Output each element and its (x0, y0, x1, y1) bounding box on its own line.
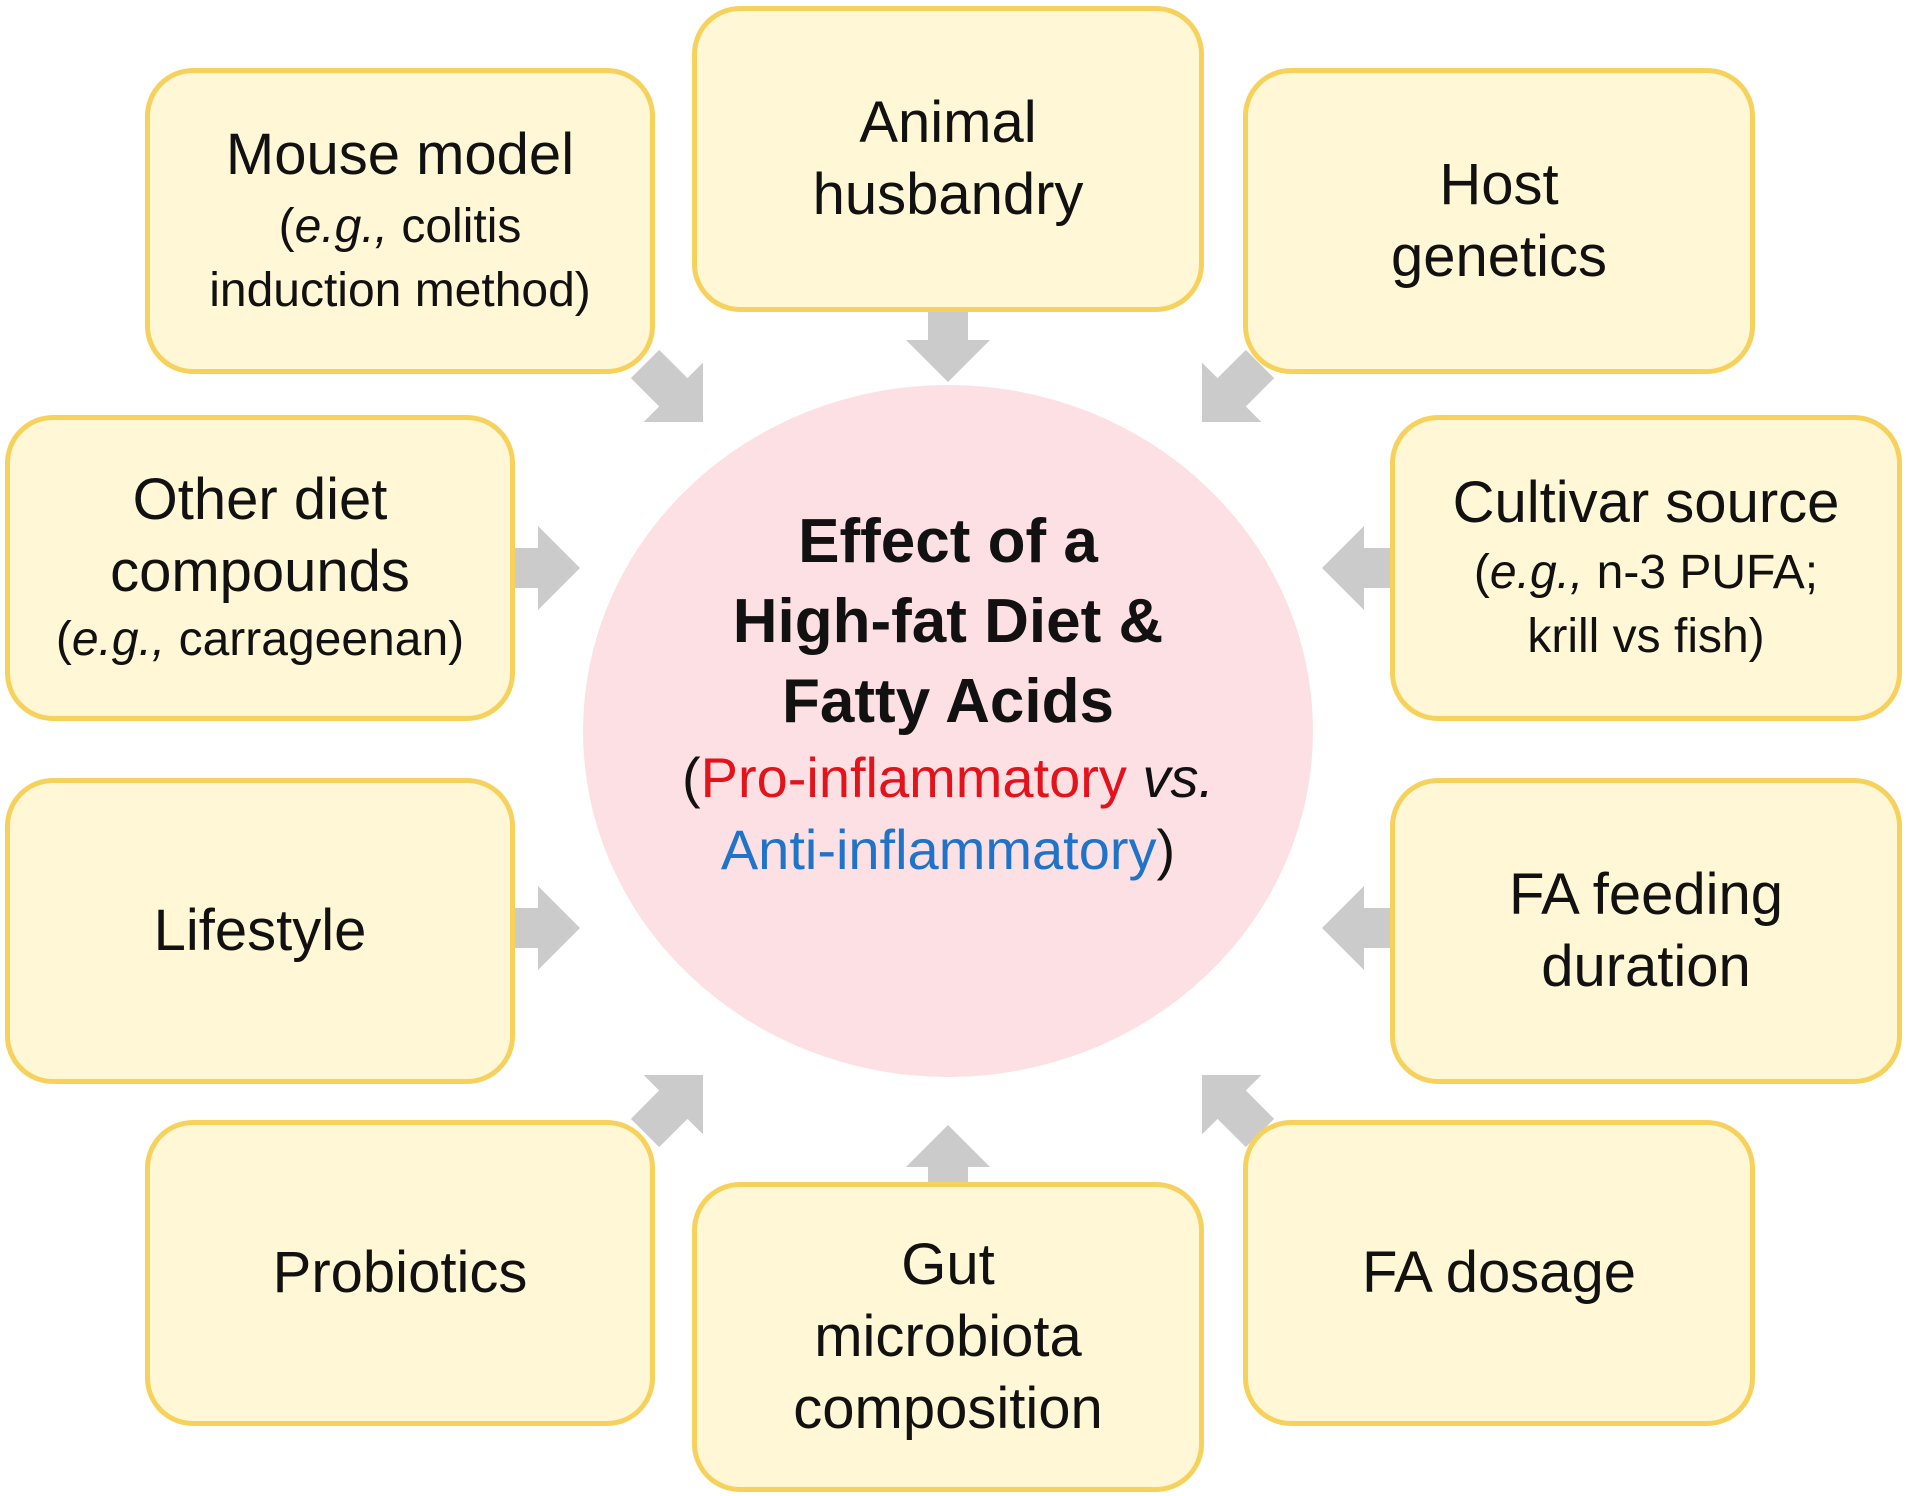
factor-label-line-1: Other diet (132, 467, 388, 532)
factor-label-line-3: composition (793, 1376, 1103, 1441)
factor-label: FA dosage (1361, 1240, 1637, 1305)
factor-label-line-1: Host (1439, 152, 1559, 217)
center-subtitle-line-2: Anti-inflammatory) (721, 814, 1175, 886)
factor-label-line-2: husbandry (812, 162, 1084, 227)
factor-label: Probiotics (272, 1240, 528, 1305)
factor-gut-microbiota-composition: Gut microbiota composition (692, 1182, 1204, 1492)
factor-label: Cultivar source (1452, 470, 1840, 535)
paren-open: ( (278, 200, 295, 253)
central-effect-node: Effect of a High-fat Diet & Fatty Acids … (583, 385, 1313, 1077)
factor-example: (e.g., n-3 PUFA; (1474, 541, 1818, 605)
eg-label: e.g., (294, 200, 389, 253)
factor-mouse-model: Mouse model (e.g., colitis induction met… (145, 68, 655, 374)
factor-probiotics: Probiotics (145, 1120, 655, 1426)
factor-other-diet-compounds: Other diet compounds (e.g., carrageenan) (5, 415, 515, 721)
factor-lifestyle: Lifestyle (5, 778, 515, 1084)
versus-label: vs. (1126, 746, 1215, 809)
center-subtitle-line-1: (Pro-inflammatory vs. (682, 742, 1214, 814)
factor-label-line-1: Animal (859, 90, 1037, 155)
paren-close: ) (1156, 818, 1176, 881)
factor-cultivar-source: Cultivar source (e.g., n-3 PUFA; krill v… (1390, 415, 1902, 721)
factor-fa-feeding-duration: FA feeding duration (1390, 778, 1902, 1084)
eg-label: e.g., (71, 613, 166, 666)
factor-label: Mouse model (225, 122, 575, 187)
arrow-from-animal-husbandry (906, 300, 990, 382)
factor-label-line-2: genetics (1390, 224, 1608, 289)
paren-open: ( (681, 746, 701, 809)
factor-label-line-1: FA feeding (1508, 862, 1784, 927)
center-title-line-3: Fatty Acids (782, 667, 1114, 736)
anti-inflammatory-label: Anti-inflammatory (720, 818, 1157, 881)
center-title-line-2: High-fat Diet & (732, 587, 1164, 656)
factor-example-cont: krill vs fish) (1527, 610, 1765, 663)
factor-fa-dosage: FA dosage (1243, 1120, 1755, 1426)
factor-label-line-2: compounds (110, 539, 410, 604)
factor-example: (e.g., colitis (279, 195, 522, 259)
factor-animal-husbandry: Animal husbandry (692, 6, 1204, 312)
factor-label: Lifestyle (153, 898, 367, 963)
pro-inflammatory-label: Pro-inflammatory (700, 746, 1127, 809)
center-title-line-1: Effect of a (798, 507, 1098, 576)
eg-label: e.g., (1489, 546, 1584, 599)
factor-label-line-2: microbiota (814, 1304, 1082, 1369)
factor-label-line-1: Gut (901, 1232, 995, 1297)
example-text: n-3 PUFA; (1583, 546, 1819, 599)
factor-label-line-2: duration (1541, 934, 1751, 999)
factor-example-cont: induction method) (209, 264, 591, 317)
example-text: carrageenan) (165, 613, 465, 666)
paren-open: ( (1473, 546, 1490, 599)
paren-open: ( (55, 613, 72, 666)
example-text: colitis (388, 200, 522, 253)
factor-host-genetics: Host genetics (1243, 68, 1755, 374)
factor-example: (e.g., carrageenan) (56, 608, 464, 672)
